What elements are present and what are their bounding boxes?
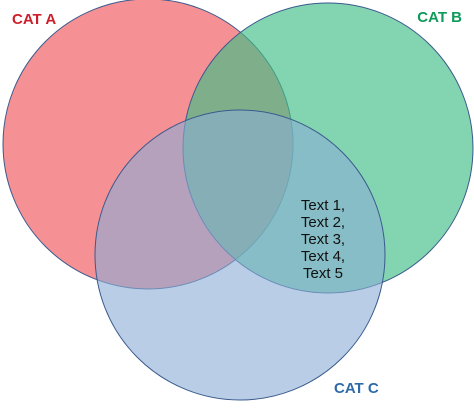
intersection-text-line-2: Text 2, <box>301 214 345 231</box>
intersection-text-line-1: Text 1, <box>301 197 345 214</box>
label-cat-c: CAT C <box>334 380 379 397</box>
intersection-text-line-3: Text 3, <box>301 231 345 248</box>
circle-cat-c <box>94 109 386 401</box>
label-cat-b: CAT B <box>417 9 462 26</box>
intersection-text-line-5: Text 5 <box>303 265 343 282</box>
intersection-text-line-4: Text 4, <box>301 248 345 265</box>
label-cat-a: CAT A <box>12 11 56 28</box>
